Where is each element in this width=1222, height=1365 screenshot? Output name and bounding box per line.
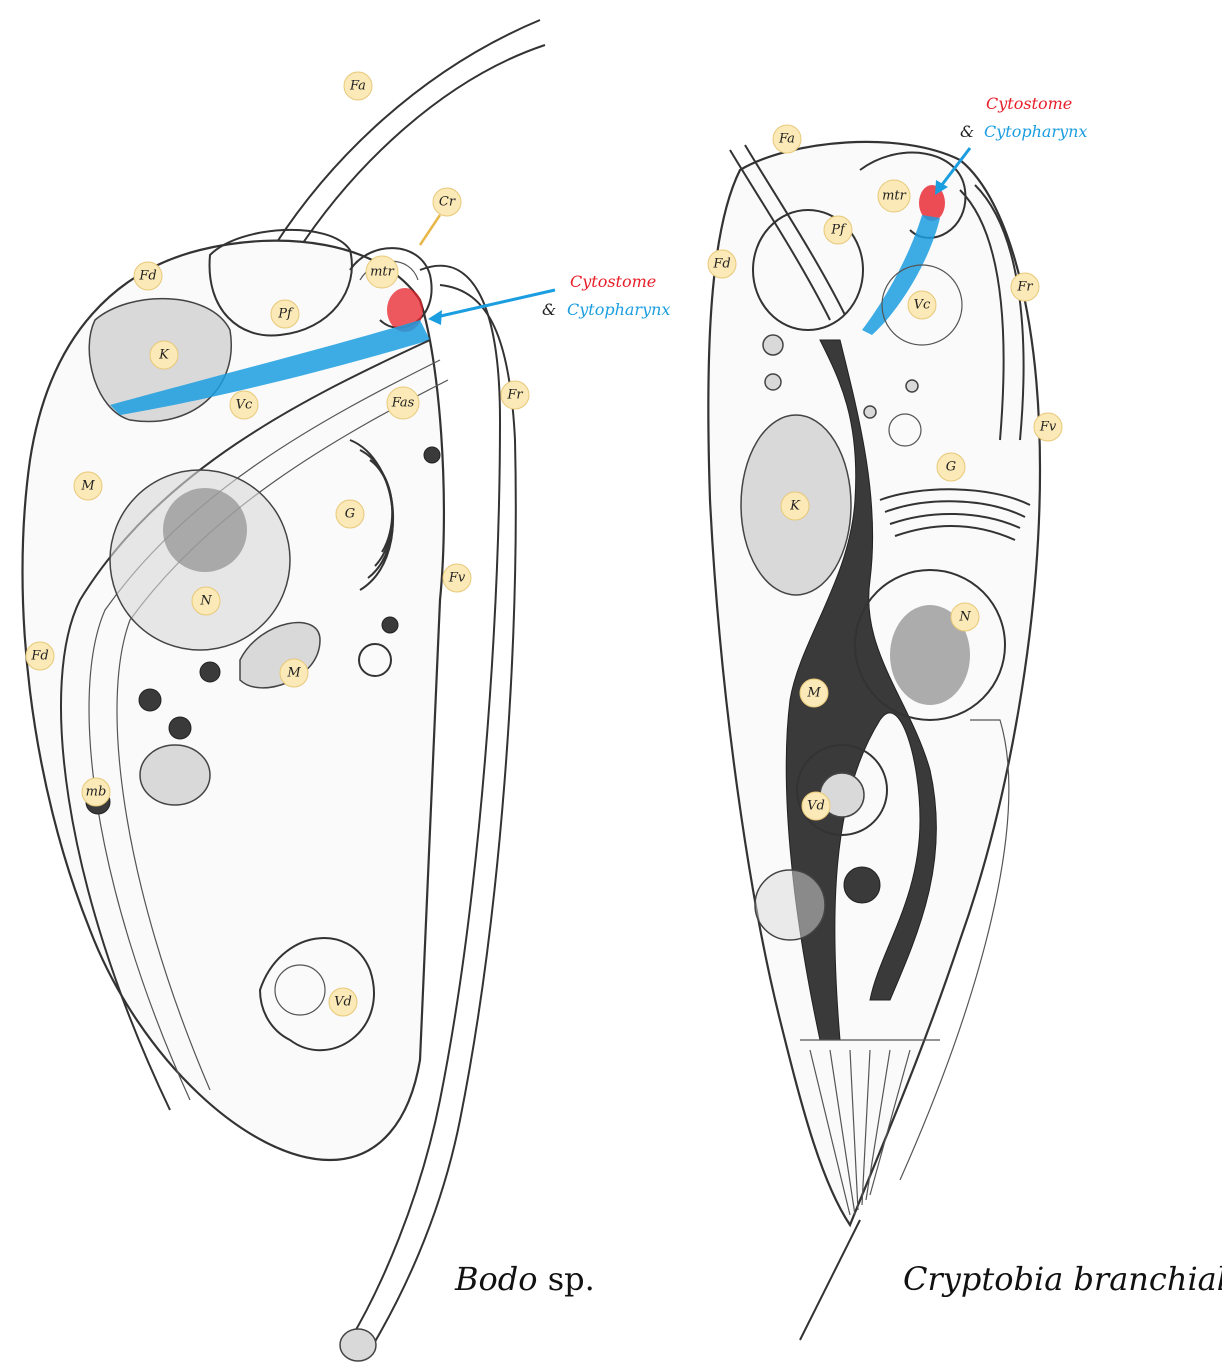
svg-text:G: G	[946, 460, 956, 475]
svg-text:Fas: Fas	[391, 396, 415, 411]
flagellum-tip	[340, 1329, 376, 1361]
svg-text:Fv: Fv	[1039, 420, 1057, 435]
label-m-left: M	[74, 472, 102, 500]
label-mtr: mtr	[366, 256, 398, 288]
svg-text:G: G	[345, 507, 355, 522]
svg-text:M: M	[80, 479, 95, 494]
svg-text:Vc: Vc	[236, 398, 253, 413]
annotation-arrow	[432, 290, 555, 318]
label-mb: mb	[82, 778, 110, 806]
svg-text:N: N	[958, 610, 971, 625]
svg-text:mtr: mtr	[882, 189, 907, 204]
label-k-r: K	[781, 492, 809, 520]
nucleolus	[163, 488, 247, 572]
svg-text:K: K	[789, 499, 801, 514]
svg-text:Fr: Fr	[1016, 280, 1033, 295]
label-fv-r: Fv	[1034, 413, 1062, 441]
label-g: G	[336, 500, 364, 528]
caption-cryptobia: Cryptobia branchialis	[903, 1260, 1222, 1298]
label-mtr-r: mtr	[878, 180, 910, 212]
svg-text:M: M	[286, 666, 301, 681]
svg-text:Cr: Cr	[439, 195, 456, 210]
svg-text:M: M	[806, 686, 821, 701]
annotation-cytopharynx: Cytopharynx	[567, 300, 670, 319]
label-vc: Vc	[230, 391, 258, 419]
label-n: N	[192, 587, 220, 615]
svg-text:N: N	[199, 594, 212, 609]
svg-text:Vc: Vc	[914, 298, 931, 313]
svg-text:mtr: mtr	[370, 265, 395, 280]
annotation-cytopharynx-r: Cytopharynx	[984, 122, 1087, 141]
label-vd-r: Vd	[802, 792, 830, 820]
label-m-mid: M	[280, 659, 308, 687]
svg-text:Fv: Fv	[448, 571, 466, 586]
cryptobia-illustration	[708, 142, 1040, 1340]
trailing-flagellum-r	[800, 1220, 860, 1340]
cr-pointer	[420, 215, 440, 245]
svg-text:Fd: Fd	[712, 257, 730, 272]
label-vc-r: Vc	[908, 291, 936, 319]
caption-bodo: Bodo sp.	[454, 1260, 595, 1298]
label-fr-r: Fr	[1011, 273, 1039, 301]
label-fd-r: Fd	[708, 250, 736, 278]
label-pf: Pf	[271, 300, 299, 328]
svg-text:Pf: Pf	[277, 307, 294, 322]
svg-text:mb: mb	[86, 785, 107, 800]
svg-text:Fa: Fa	[778, 132, 795, 147]
label-fas: Fas	[387, 387, 419, 419]
label-g-r: G	[937, 453, 965, 481]
svg-text:Fd: Fd	[30, 649, 48, 664]
svg-text:Vd: Vd	[334, 995, 352, 1010]
label-vd: Vd	[329, 988, 357, 1016]
label-cr: Cr	[433, 188, 461, 216]
annotation-amp: &	[542, 300, 556, 319]
label-pf-r: Pf	[824, 216, 852, 244]
annotation-cytostome-r: Cytostome	[986, 94, 1072, 113]
svg-text:Fr: Fr	[506, 388, 523, 403]
annotation-cytostome: Cytostome	[570, 272, 656, 291]
label-k: K	[150, 341, 178, 369]
label-fa-r: Fa	[773, 125, 801, 153]
bodo-illustration	[23, 20, 546, 1361]
svg-text:Pf: Pf	[830, 223, 847, 238]
anterior-flagellum	[275, 20, 540, 245]
mitochondrion-lower	[140, 745, 210, 805]
label-fa: Fa	[344, 72, 372, 100]
svg-text:K: K	[158, 348, 170, 363]
label-fr: Fr	[501, 381, 529, 409]
label-n-r: N	[951, 603, 979, 631]
svg-text:Fd: Fd	[138, 269, 156, 284]
label-fd-bottom: Fd	[26, 642, 54, 670]
annotation-amp-r: &	[960, 122, 974, 141]
svg-text:Fa: Fa	[349, 79, 366, 94]
bodo-cytostome-annotation: Cytostome & Cytopharynx	[428, 272, 670, 325]
label-fd-top: Fd	[134, 262, 162, 290]
anterior-flagellum-edge	[295, 45, 545, 255]
label-fv: Fv	[443, 564, 471, 592]
label-m-r: M	[800, 679, 828, 707]
svg-text:Vd: Vd	[807, 799, 825, 814]
